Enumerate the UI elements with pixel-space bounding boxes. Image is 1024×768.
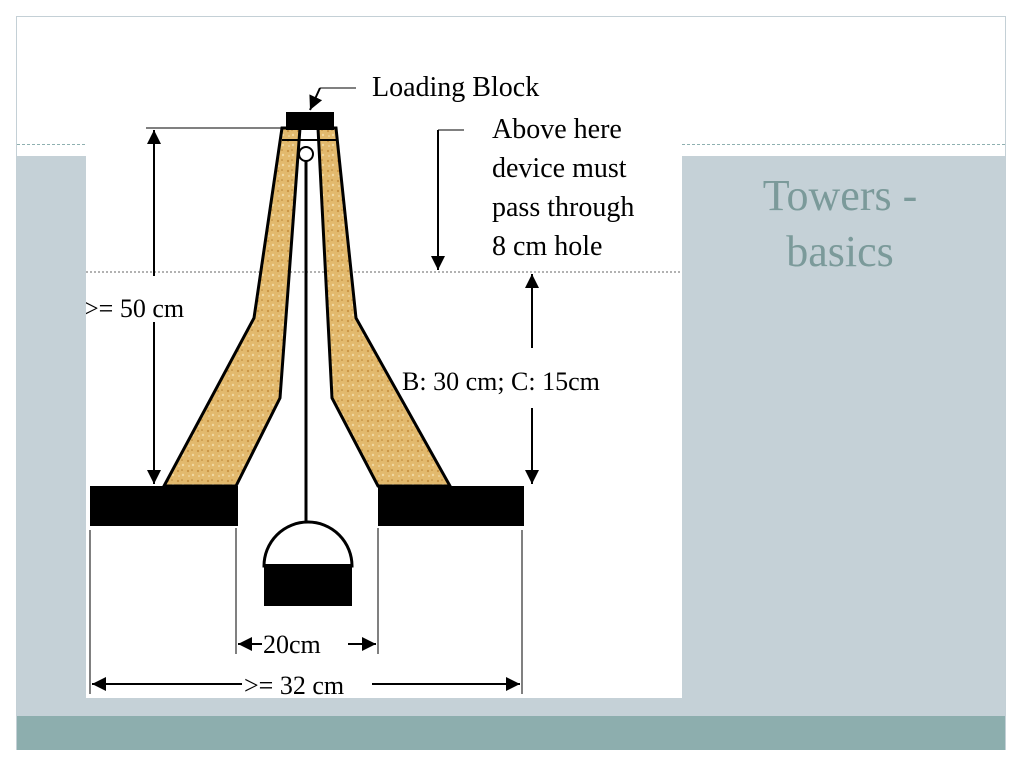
pulley-icon <box>298 146 314 162</box>
above-label-line-3: pass through <box>492 192 634 223</box>
height-label: >= 50 cm <box>86 294 184 323</box>
above-label-line-2: device must <box>492 153 627 184</box>
title-line-2: basics <box>786 227 894 276</box>
gap-label: 20cm <box>263 630 321 659</box>
tower-diagram-svg: >= 50 cm Loading Block Above here device… <box>86 72 682 698</box>
loading-block <box>286 112 334 130</box>
section-label: B: 30 cm; C: 15cm <box>402 367 600 396</box>
right-base <box>378 486 524 526</box>
slide-title: Towers - basics <box>700 168 980 280</box>
footer-bar <box>17 716 1005 750</box>
bucket-icon <box>262 520 354 568</box>
loading-block-label: Loading Block <box>372 72 539 103</box>
above-label-line-1: Above here <box>492 114 622 145</box>
width-label: >= 32 cm <box>244 671 344 698</box>
above-label-line-4: 8 cm hole <box>492 231 602 262</box>
tower-left-leg <box>161 126 302 488</box>
title-line-1: Towers - <box>762 171 918 220</box>
tower-diagram: >= 50 cm Loading Block Above here device… <box>86 58 682 698</box>
loading-block-arrow <box>309 87 323 111</box>
tower-right-leg <box>316 126 453 488</box>
left-base <box>90 486 238 526</box>
